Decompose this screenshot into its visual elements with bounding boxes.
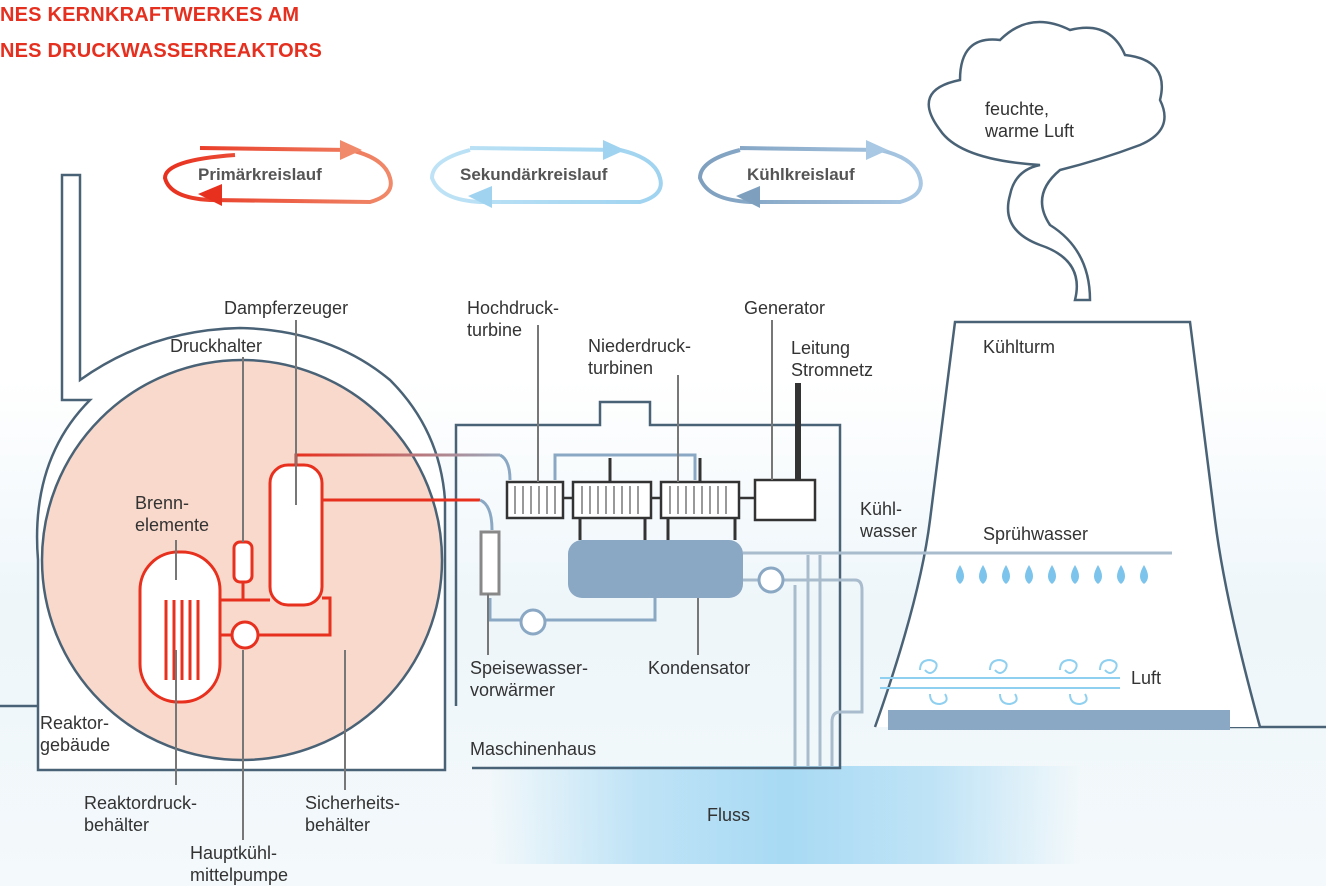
- label-reaktorgebaeude-1: Reaktor-: [40, 713, 110, 733]
- label-speisewasser-2: vorwärmer: [470, 680, 556, 700]
- label-sicherheits-2: behälter: [305, 815, 371, 835]
- cooling-tower: [873, 320, 1262, 728]
- label-reaktordruck: Reaktordruck- behälter: [84, 792, 197, 836]
- label-reaktordruck-1: Reaktordruck-: [84, 793, 198, 813]
- label-leitung: Leitung Stromnetz: [791, 337, 873, 381]
- cooling-circuit: [743, 551, 1172, 766]
- condenser: [568, 540, 743, 598]
- label-generator: Generator: [744, 298, 826, 318]
- reactor-pressure-vessel: [138, 550, 222, 704]
- label-hauptkuehl-1: Hauptkühl-: [190, 843, 278, 863]
- cycle-label-secondary: Sekundärkreislauf: [460, 165, 608, 184]
- turbine-blades: [514, 486, 727, 514]
- label-kuehlturm: Kühlturm: [983, 337, 1056, 357]
- label-leitung-1: Leitung: [791, 338, 851, 358]
- label-reaktorgebaeude: Reaktor- gebäude: [40, 712, 110, 756]
- label-cloud-1: feuchte,: [985, 99, 1050, 119]
- label-niederdruckturbinen: Niederdruck- turbinen: [588, 335, 691, 379]
- label-reaktordruck-2: behälter: [84, 815, 150, 835]
- label-speisewasser-1: Speisewasser-: [470, 658, 589, 678]
- machine-house: [454, 400, 842, 770]
- label-kuehlwasser-1: Kühl-: [860, 499, 903, 519]
- pressurizer: [232, 540, 254, 584]
- label-dampferzeuger: Dampferzeuger: [224, 298, 349, 318]
- label-hochdruckturbine-1: Hochdruck-: [467, 298, 560, 318]
- label-druckhalter: Druckhalter: [170, 336, 263, 356]
- label-brennelemente-2: elemente: [135, 515, 210, 535]
- river: [490, 766, 1080, 864]
- label-speisewasser: Speisewasser- vorwärmer: [470, 657, 588, 701]
- feed-pump-icon: [519, 608, 547, 636]
- label-hochdruckturbine-2: turbine: [467, 320, 523, 340]
- secondary-circuit: [479, 453, 697, 636]
- label-reaktorgebaeude-2: gebäude: [40, 735, 111, 755]
- label-kondensator: Kondensator: [648, 658, 751, 678]
- label-hochdruckturbine: Hochdruck- turbine: [467, 297, 559, 341]
- label-kuehlwasser: Kühl- wasser: [860, 498, 917, 542]
- label-niederdruckturbinen-2: turbinen: [588, 358, 654, 378]
- label-spruehwasser: Sprühwasser: [983, 524, 1089, 544]
- cycle-label-cooling: Kühlkreislauf: [747, 165, 855, 184]
- cooling-basin: [888, 710, 1230, 730]
- air-swirl-icon: [880, 658, 1120, 706]
- cooling-pump-icon: [757, 566, 785, 594]
- label-niederdruckturbinen-1: Niederdruck-: [588, 336, 692, 356]
- label-kuehlwasser-2: wasser: [860, 521, 918, 541]
- label-cloud: feuchte, warme Luft: [985, 98, 1074, 142]
- label-hauptkuehl-2: mittelpumpe: [190, 865, 289, 885]
- label-leitung-2: Stromnetz: [791, 360, 874, 380]
- label-hauptkuehl: Hauptkühl- mittelpumpe: [190, 842, 288, 886]
- cycle-label-primary: Primärkreislauf: [198, 165, 322, 184]
- label-maschinenhaus: Maschinenhaus: [470, 739, 597, 759]
- label-sicherheits-1: Sicherheits-: [305, 793, 401, 813]
- label-sicherheits: Sicherheits- behälter: [305, 792, 400, 836]
- label-brennelemente-1: Brenn-: [135, 493, 190, 513]
- cycle-secondary: [429, 140, 663, 208]
- label-cloud-2: warme Luft: [985, 121, 1075, 141]
- cycle-primary: [162, 140, 393, 206]
- cloud-icon: [927, 20, 1166, 302]
- title-line-2: NES DRUCKWASSERREAKTORS: [0, 40, 323, 62]
- pump-icon: [230, 620, 260, 650]
- label-luft: Luft: [1131, 668, 1162, 688]
- title-line-1: NES KERNKRAFTWERKES AM: [0, 4, 300, 26]
- leader-lines: [175, 320, 773, 840]
- water-drop-icon: [956, 565, 1148, 584]
- label-fluss: Fluss: [707, 805, 751, 825]
- label-brennelemente: Brenn- elemente: [135, 492, 209, 536]
- cycle-cooling: [697, 140, 923, 208]
- turbines: [505, 383, 817, 540]
